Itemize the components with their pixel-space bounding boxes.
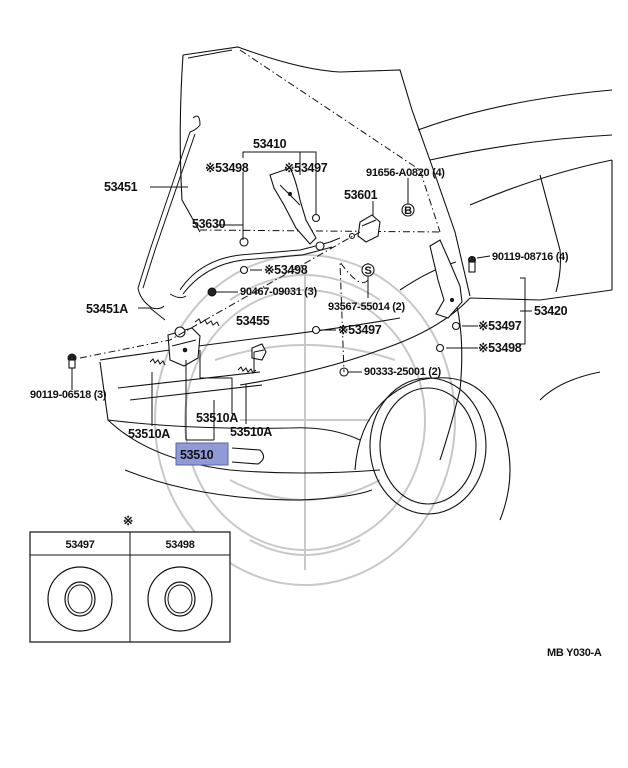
label-90467[interactable]: 90467-09031 (3) (240, 286, 318, 298)
washer-53497-icon (47, 566, 113, 632)
label-53510a-center[interactable]: 53510A (196, 411, 239, 425)
label-53510[interactable]: 53510 (180, 448, 214, 462)
label-90333[interactable]: 90333-25001 (2) (364, 366, 442, 378)
hood-hinge-left[interactable] (269, 167, 317, 245)
label-53498-right[interactable]: ※53498 (478, 341, 522, 355)
marker-b-text: B (404, 205, 412, 217)
label-53451[interactable]: 53451 (104, 180, 138, 194)
lock-support[interactable] (251, 343, 267, 361)
label-53451a[interactable]: 53451A (86, 302, 129, 316)
label-93567[interactable]: 93567-55014 (2) (328, 301, 406, 313)
front-wheel (369, 377, 487, 515)
marker-s-text: S (364, 265, 371, 277)
label-53630[interactable]: 53630 (192, 217, 226, 231)
hood-hinge-right[interactable] (429, 239, 463, 319)
label-90119-top[interactable]: 90119-08716 (4) (492, 251, 569, 263)
table-col-53498: 53498 (165, 539, 194, 551)
label-53510a-right[interactable]: 53510A (230, 425, 273, 439)
hood-stay-bracket[interactable] (357, 214, 381, 243)
label-53420[interactable]: 53420 (534, 304, 568, 318)
highlight-box (175, 442, 229, 466)
hood-lock-spring[interactable] (149, 318, 257, 374)
fasteners (67, 213, 476, 377)
washer-legend-table: ※ 53497 53498 (29, 514, 231, 643)
hood-release-cable[interactable] (169, 237, 341, 299)
label-53497-right[interactable]: ※53497 (478, 319, 522, 333)
marker-b: B (401, 203, 415, 217)
car-body-outline (99, 46, 613, 521)
label-53601[interactable]: 53601 (344, 188, 378, 202)
table-col-53497: 53497 (65, 539, 94, 551)
table-symbol: ※ (123, 514, 133, 528)
hood-lock[interactable] (167, 326, 201, 367)
marker-s: S (361, 263, 375, 277)
windshield-outline (417, 89, 613, 206)
wheel-arch (354, 377, 511, 521)
front-bumper-outline (99, 317, 401, 474)
hood-outline (182, 46, 471, 297)
label-53455[interactable]: 53455 (236, 314, 270, 328)
label-53497-mid[interactable]: ※53497 (338, 323, 382, 337)
label-53498-mid[interactable]: ※53498 (264, 263, 308, 277)
label-53410[interactable]: 53410 (253, 137, 287, 151)
hood-support-rod[interactable] (137, 115, 201, 310)
diagram-code: MB Y030-A (547, 647, 602, 659)
label-91656[interactable]: 91656-A0820 (4) (366, 167, 446, 179)
washer-53498-icon (147, 566, 213, 632)
label-53497-top[interactable]: ※53497 (284, 161, 328, 175)
leader-lines (71, 151, 532, 441)
watermark-emblem (154, 254, 456, 586)
label-53510a-left[interactable]: 53510A (128, 427, 171, 441)
label-53498-top[interactable]: ※53498 (205, 161, 249, 175)
label-90119-left[interactable]: 90119-06518 (3) (30, 389, 107, 401)
